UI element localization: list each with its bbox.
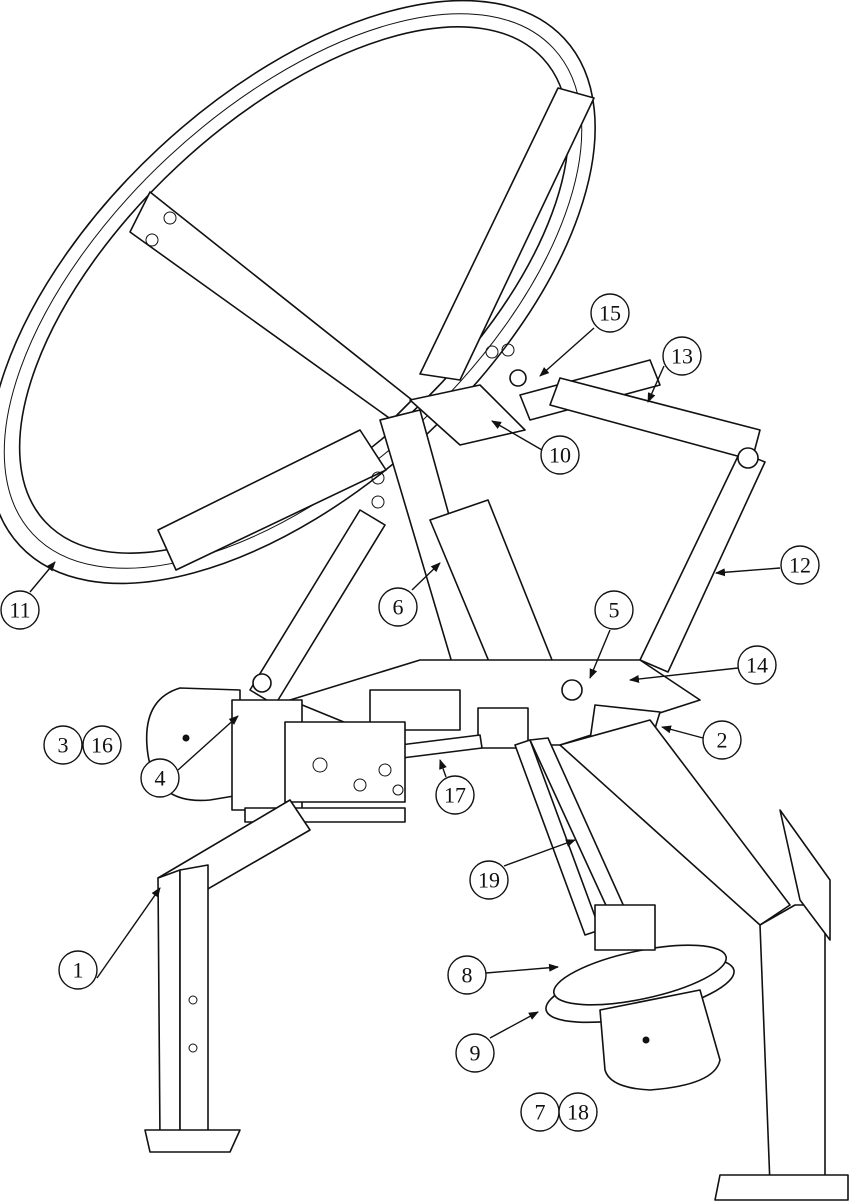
svg-text:12: 12 <box>789 553 811 578</box>
svg-text:7: 7 <box>535 1100 546 1125</box>
steering-column <box>249 359 766 711</box>
svg-text:3: 3 <box>58 733 69 758</box>
svg-text:9: 9 <box>470 1041 481 1066</box>
callout-1: 1 <box>58 950 98 990</box>
leader-arrows <box>29 327 781 1044</box>
callout-7: 7 <box>520 1092 560 1132</box>
left-stand <box>144 799 311 1153</box>
svg-text:4: 4 <box>155 766 166 791</box>
svg-text:11: 11 <box>9 598 30 623</box>
svg-text:8: 8 <box>462 963 473 988</box>
callout-5: 5 <box>594 590 634 630</box>
lower-drive <box>514 737 735 1091</box>
right-stand <box>559 719 849 1201</box>
callout-8: 8 <box>447 955 487 995</box>
svg-text:1: 1 <box>73 958 84 983</box>
svg-text:14: 14 <box>746 653 768 678</box>
svg-text:16: 16 <box>91 733 113 758</box>
svg-text:15: 15 <box>599 301 621 326</box>
callout-13: 13 <box>662 336 702 376</box>
callout-4: 4 <box>140 758 180 798</box>
callout-18: 18 <box>558 1092 598 1132</box>
callout-19: 19 <box>469 860 509 900</box>
callout-15: 15 <box>590 293 630 333</box>
callout-2: 2 <box>702 720 742 760</box>
callout-11: 11 <box>0 590 40 630</box>
callout-16: 16 <box>82 725 122 765</box>
svg-text:10: 10 <box>549 443 571 468</box>
svg-text:6: 6 <box>393 595 404 620</box>
callout-12: 12 <box>780 545 820 585</box>
callout-6: 6 <box>378 587 418 627</box>
actuator-12 <box>639 451 766 673</box>
svg-text:5: 5 <box>609 598 620 623</box>
svg-text:13: 13 <box>671 344 693 369</box>
svg-text:17: 17 <box>444 783 466 808</box>
callout-17: 17 <box>435 775 475 815</box>
svg-text:19: 19 <box>478 868 500 893</box>
callout-14: 14 <box>737 645 777 685</box>
steering-wheel <box>0 0 596 585</box>
callout-9: 9 <box>455 1033 495 1073</box>
svg-text:2: 2 <box>717 728 728 753</box>
callout-3: 3 <box>43 725 83 765</box>
svg-text:18: 18 <box>567 1100 589 1125</box>
callout-10: 10 <box>540 435 580 475</box>
